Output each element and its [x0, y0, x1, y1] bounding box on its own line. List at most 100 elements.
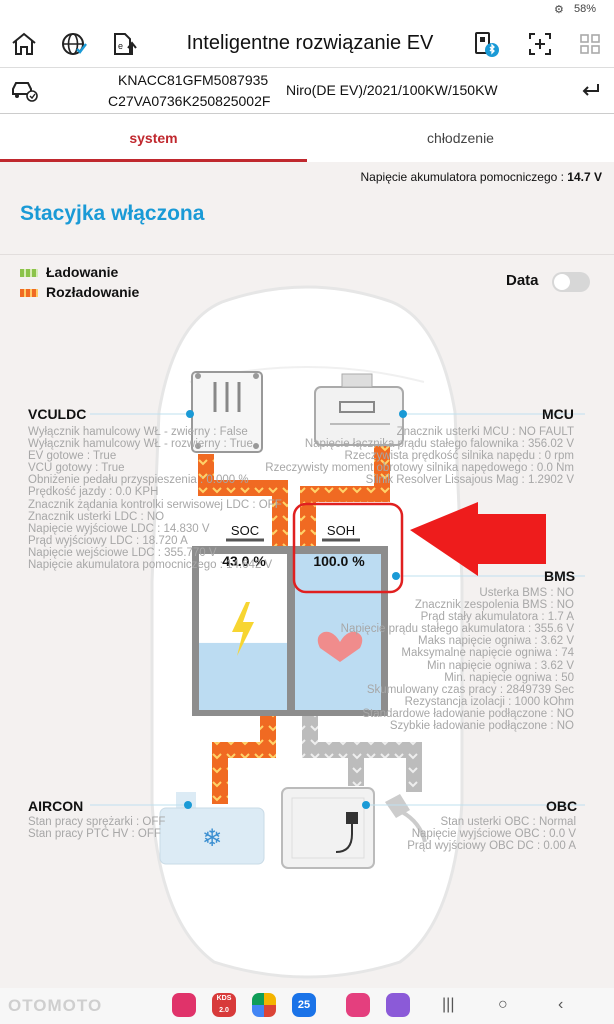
mcu-dot: [399, 410, 407, 418]
vculdc-info: Wyłącznik hamulcowy WŁ - zwierny : False…: [28, 426, 282, 571]
vculdc-title[interactable]: VCULDC: [28, 406, 87, 422]
vin-line-1: KNACC81GFM5087935: [118, 72, 269, 88]
info-line: Napięcie akumulatora pomocniczego : 14.6…: [28, 559, 273, 572]
flower-app-icon[interactable]: [346, 993, 370, 1017]
info-line: Znacznik usterki LDC : NO: [28, 510, 165, 523]
globe-check-icon[interactable]: [60, 30, 88, 58]
info-line: VCU gotowy : True: [28, 462, 125, 475]
flow-battery-obc: [302, 716, 318, 746]
info-line: Standardowe ładowanie podłączone : NO: [362, 707, 574, 720]
aircon-unit-icon: ❄: [159, 792, 265, 865]
return-icon[interactable]: [580, 80, 602, 102]
info-line: Maksymalne napięcie ogniwa : 74: [401, 647, 574, 660]
info-line: Prędkość jazdy : 0.0 KPH: [28, 486, 159, 499]
soh-label: SOH: [326, 523, 356, 538]
battery-percent: 58%: [573, 3, 596, 15]
info-line: Rezystancja izolacji : 1000 kOhm: [404, 695, 574, 708]
info-line: Rzeczywista prędkość silnika napędu : 0 …: [344, 450, 574, 463]
info-line: Znacznik usterki MCU : NO FAULT: [396, 426, 574, 438]
info-line: Prąd wyjściowy OBC DC : 0.00 A: [407, 840, 576, 853]
info-line: Rzeczywisty moment obrotowy silnika napę…: [265, 462, 574, 475]
home-nav-icon[interactable]: ○: [498, 996, 508, 1013]
info-line: Stan pracy sprężarki : OFF: [28, 816, 166, 828]
soh-value: 100.0 %: [313, 553, 365, 569]
divider: [0, 254, 614, 255]
main-content: Napięcie akumulatora pomocniczego : 14.7…: [0, 162, 614, 988]
export-upload-icon[interactable]: e: [110, 30, 138, 58]
info-line: Znacznik żądania kontrolki serwisowej LD…: [28, 498, 282, 511]
bottom-nav-bar: KDS 2.0 25 ||| ○ ‹: [0, 988, 614, 1024]
info-line: Skumulowany czas pracy : 2849739 Sec: [366, 683, 574, 696]
mcu-title[interactable]: MCU: [542, 406, 574, 422]
info-line: Napięcie wyjściowe OBC : 0.0 V: [411, 828, 576, 841]
vculdc-dot: [186, 410, 194, 418]
red-arrow-icon: [410, 502, 546, 576]
gif-app-icon[interactable]: [386, 993, 410, 1017]
info-line: Wyłącznik hamulcowy WŁ - zwierny : False: [28, 426, 248, 438]
vin-line-2: C27VA0736K250825002F: [108, 93, 271, 109]
status-bar: ⚙ 58%: [0, 0, 614, 20]
info-line: Obniżenie pedału przyspieszenia : 0.000 …: [28, 474, 249, 487]
obc-title[interactable]: OBC: [546, 798, 578, 814]
vehicle-model: Niro(DE EV)/2021/100KW/150KW: [286, 82, 498, 98]
info-line: Min napięcie ogniwa : 3.62 V: [426, 659, 574, 672]
info-line: Stan pracy PTC HV : OFF: [28, 828, 161, 841]
back-nav-icon[interactable]: ‹: [558, 996, 564, 1013]
svg-text:❄: ❄: [202, 824, 222, 852]
info-line: Prąd stały akumulatora : 1.7 A: [420, 611, 574, 624]
svg-text:e: e: [118, 41, 123, 51]
data-toggle[interactable]: [552, 272, 590, 292]
camera-app-icon[interactable]: [172, 993, 196, 1017]
legend-charging: Ładowanie: [20, 264, 118, 280]
screenshot-icon[interactable]: [526, 30, 554, 58]
data-toggle-label: Data: [506, 272, 539, 289]
heart-icon: [317, 631, 363, 662]
aircon-dot: [184, 801, 192, 809]
tab-bar: system chłodzenie: [0, 114, 614, 162]
charging-swatch-icon: [20, 269, 38, 278]
info-line: Silnik Resolver Lissajous Mag : 1.2902 V: [365, 474, 574, 487]
info-line: Napięcie łącznika prądu stałego falownik…: [304, 438, 574, 451]
soh-highlight-box: [292, 502, 404, 594]
info-line: Stan usterki OBC : Normal: [440, 816, 576, 828]
info-line: Napięcie wejściowe LDC : 355.770 V: [28, 546, 217, 559]
ignition-status: Stacyjka włączona: [20, 202, 205, 225]
grid-icon[interactable]: [576, 30, 604, 58]
info-line: Znacznik zespolenia BMS : NO: [414, 599, 574, 612]
watermark: OTOMOTO: [8, 996, 103, 1015]
kds-app-icon[interactable]: KDS 2.0: [212, 993, 236, 1017]
info-line: Prąd wyjściowy LDC : 18.720 A: [28, 534, 188, 547]
info-line: Napięcie wyjściowe LDC : 14.830 V: [28, 522, 210, 535]
calendar-app-icon[interactable]: 25: [292, 993, 316, 1017]
photos-app-icon[interactable]: [252, 993, 276, 1017]
bms-title[interactable]: BMS: [544, 568, 576, 584]
aux-voltage-value: 14.7 V: [567, 170, 602, 184]
info-line: EV gotowe : True: [28, 450, 117, 463]
tab-cooling[interactable]: chłodzenie: [427, 130, 494, 146]
app-title: Inteligentne rozwiązanie EV: [186, 32, 434, 54]
recents-icon[interactable]: |||: [442, 996, 455, 1013]
car-diagram: ❄: [90, 285, 585, 979]
info-line: Napięcie prądu stałego akumulatora : 355…: [340, 623, 574, 636]
settings-gear-icon: ⚙: [554, 4, 564, 16]
obc-dot: [362, 801, 370, 809]
bluetooth-device-icon[interactable]: [472, 30, 500, 58]
car-diagnostic-icon[interactable]: [10, 78, 38, 104]
soc-value: 43.0 %: [222, 553, 266, 569]
mcu-motor-icon: [314, 373, 404, 446]
vculdc-module-icon: [191, 371, 263, 453]
tab-system[interactable]: system: [0, 114, 307, 162]
aircon-title[interactable]: AIRCON: [28, 798, 84, 814]
home-icon[interactable]: [10, 30, 38, 58]
discharging-swatch-icon: [20, 289, 38, 298]
info-line: Wyłącznik hamulcowy WŁ - rozwierny : Tru…: [28, 438, 253, 451]
lightning-icon: [232, 602, 254, 656]
info-line: Usterka BMS : NO: [479, 587, 574, 599]
soc-label: SOC: [230, 523, 260, 538]
vehicle-info-bar: KNACC81GFM5087935 C27VA0736K250825002F N…: [0, 68, 614, 114]
info-line: Maks napięcie ogniwa : 3.62 V: [418, 635, 574, 648]
